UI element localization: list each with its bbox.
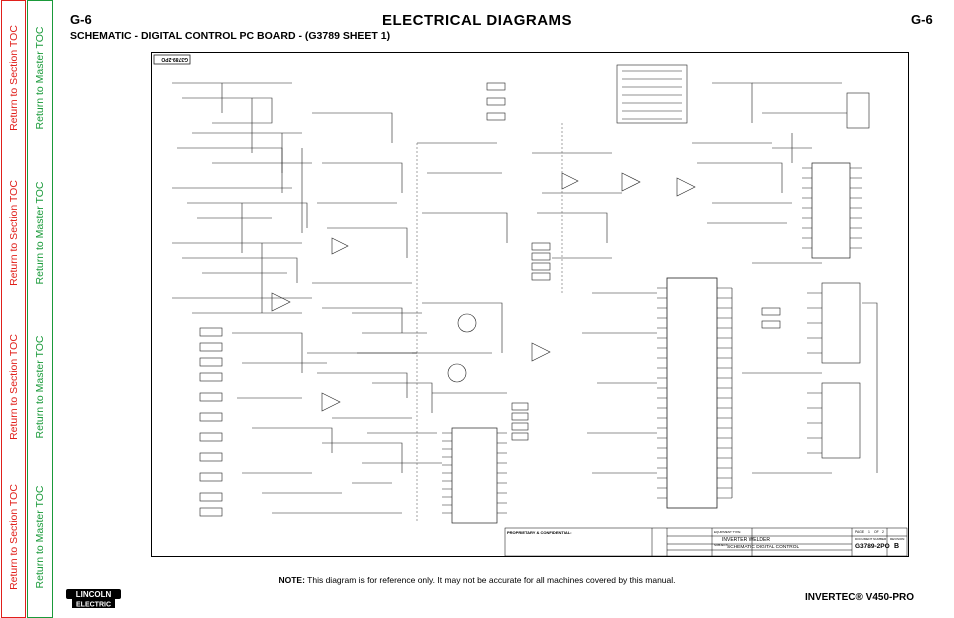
note-label: NOTE: (278, 575, 305, 585)
logo-text-top: LINCOLN (76, 590, 112, 599)
equipment-type-label: EQUIPMENT TYPE: (714, 530, 742, 534)
subject-value: SCHEMATIC DIGITAL CONTROL (727, 545, 800, 550)
page-total: 2 (882, 530, 884, 534)
document-number-label: DOCUMENT NUMBER: (855, 537, 887, 541)
page-title: ELECTRICAL DIAGRAMS (381, 12, 573, 29)
schematic-drawing: G3789-2PO PROPRIETARY & CONFIDENTIAL: EQ… (151, 52, 909, 557)
return-to-section-toc-link-3[interactable]: Return to Section TOC (8, 334, 20, 440)
page-value: 1 (868, 530, 870, 534)
schematic-linework (153, 54, 908, 556)
page-number-right: G-6 (911, 12, 933, 27)
page-of: OF (874, 530, 879, 534)
page-label: PAGE (855, 530, 865, 534)
product-name: INVERTEC® V450-PRO (804, 592, 914, 603)
return-to-section-toc-link-4[interactable]: Return to Section TOC (8, 484, 20, 590)
return-to-master-toc-link-2[interactable]: Return to Master TOC (34, 181, 46, 285)
revision-value: B (894, 543, 900, 550)
revision-label: REVISION: (890, 537, 906, 541)
logo-text-bottom: ELECTRIC (76, 602, 111, 609)
proprietary-label: PROPRIETARY & CONFIDENTIAL: (507, 530, 572, 535)
reference-note: NOTE: This diagram is for reference only… (0, 575, 954, 585)
return-to-section-toc-link-2[interactable]: Return to Section TOC (8, 180, 20, 286)
document-number: G3789-2PO (855, 543, 890, 550)
return-to-master-toc-link-4[interactable]: Return to Master TOC (34, 485, 46, 589)
equipment-type-value: INVERTER WELDER (722, 537, 770, 543)
lincoln-electric-logo: LINCOLN ELECTRIC (66, 589, 121, 609)
drawing-corner-code: G3789-2PO (161, 56, 188, 62)
page-number-left: G-6 (70, 12, 92, 27)
note-text: This diagram is for reference only. It m… (307, 575, 676, 585)
subject-label: SUBJECT: (714, 543, 729, 547)
diagram-subtitle: SCHEMATIC - DIGITAL CONTROL PC BOARD - (… (70, 30, 391, 42)
return-to-master-toc-link-3[interactable]: Return to Master TOC (34, 335, 46, 439)
